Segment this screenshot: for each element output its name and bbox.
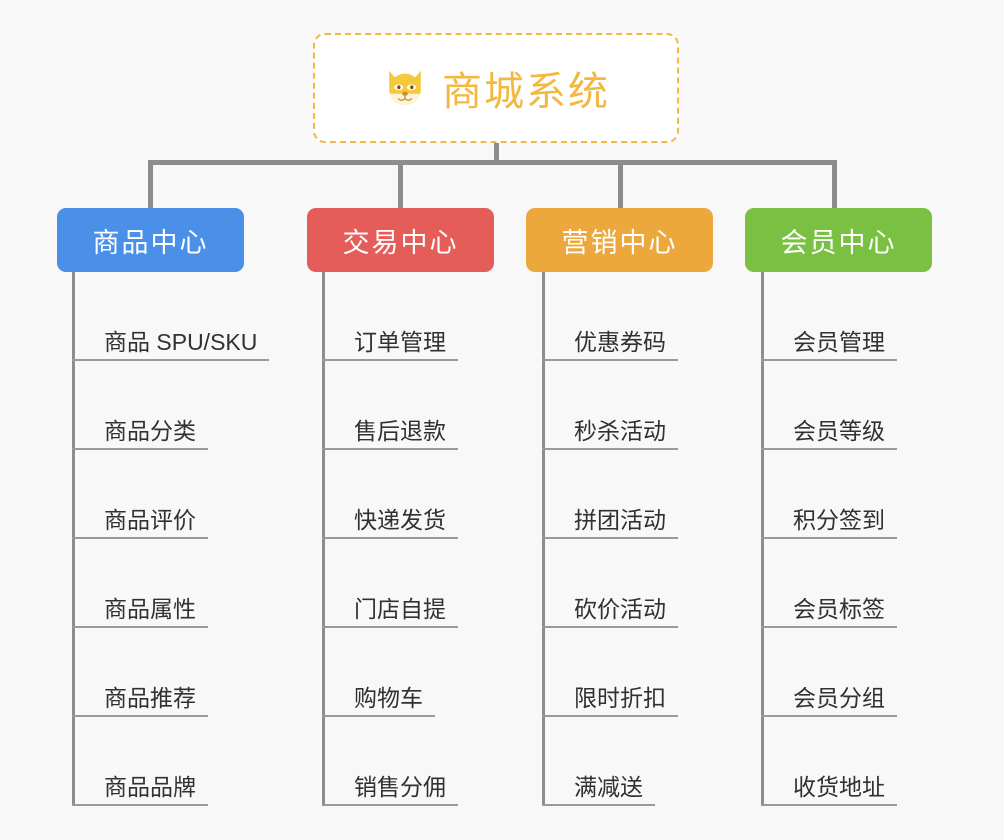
leaf-item-rule [322,359,458,361]
leaf-item[interactable]: 商品 SPU/SKU [72,272,269,361]
leaf-item-label: 订单管理 [354,328,446,355]
drop-connector-1 [148,160,153,208]
leaf-item-rule [542,626,678,628]
leaf-item-rule [542,804,655,806]
leaf-item-label: 会员标签 [793,595,885,622]
leaf-item-label: 积分签到 [793,506,885,533]
column-header-marketing[interactable]: 营销中心 [526,208,713,272]
drop-connector-3 [618,160,623,208]
leaf-item-label: 快递发货 [354,506,446,533]
leaf-item-label: 商品 SPU/SKU [104,328,258,355]
leaf-item-rule [542,359,678,361]
leaf-item[interactable]: 优惠券码 [542,272,678,361]
leaf-item-rule [761,448,897,450]
leaf-item[interactable]: 快递发货 [322,450,458,539]
leaf-item-label: 门店自提 [354,595,446,622]
trunk-connector [494,143,499,165]
leaf-item-rule [761,715,897,717]
column-header-label: 营销中心 [561,227,678,258]
leaf-item-rule [761,359,897,361]
column-header-member[interactable]: 会员中心 [745,208,932,272]
leaf-item-rule [542,448,678,450]
leaf-item[interactable]: 会员标签 [761,539,897,628]
leaf-column-marketing: 优惠券码 秒杀活动 拼团活动 砍价活动 限时折扣 满减送 [542,272,678,806]
column-header-label: 交易中心 [342,227,459,258]
column-spine [542,272,545,806]
column-spine [322,272,325,806]
leaf-item-rule [322,537,458,539]
leaf-item-rule [322,448,458,450]
leaf-item-rule [72,804,208,806]
leaf-item[interactable]: 订单管理 [322,272,458,361]
root-node[interactable]: 商城系统 [313,33,679,143]
leaf-item-rule [761,804,897,806]
column-header-trade[interactable]: 交易中心 [307,208,494,272]
root-title: 商城系统 [442,70,610,114]
column-header-label: 商品中心 [92,227,209,258]
leaf-item-label: 售后退款 [354,417,446,444]
leaf-item-rule [72,359,269,361]
leaf-item[interactable]: 积分签到 [761,450,897,539]
leaf-item-rule [322,626,458,628]
leaf-item-label: 拼团活动 [574,506,666,533]
leaf-item[interactable]: 门店自提 [322,539,458,628]
column-spine [72,272,75,806]
leaf-item-rule [72,448,208,450]
dog-face-icon [382,65,428,111]
leaf-item-rule [761,537,897,539]
leaf-item[interactable]: 满减送 [542,717,672,806]
column-header-label: 会员中心 [780,227,897,258]
leaf-item-label: 销售分佣 [354,773,446,800]
leaf-item[interactable]: 限时折扣 [542,628,678,717]
leaf-item-rule [72,626,208,628]
horizontal-bus-connector [149,160,837,165]
leaf-item-rule [761,626,897,628]
leaf-item[interactable]: 商品品牌 [72,717,263,806]
leaf-item-rule [542,537,678,539]
leaf-item-label: 砍价活动 [574,595,666,622]
leaf-column-member: 会员管理 会员等级 积分签到 会员标签 会员分组 收货地址 [761,272,897,806]
leaf-item[interactable]: 会员管理 [761,272,897,361]
leaf-item-label: 购物车 [354,684,423,711]
leaf-item-label: 商品评价 [104,506,196,533]
leaf-item[interactable]: 售后退款 [322,361,458,450]
leaf-item[interactable]: 商品评价 [72,450,263,539]
leaf-item-label: 会员分组 [793,684,885,711]
leaf-item[interactable]: 销售分佣 [322,717,458,806]
leaf-item[interactable]: 购物车 [322,628,452,717]
leaf-column-trade: 订单管理 售后退款 快递发货 门店自提 购物车 销售分佣 [322,272,458,806]
leaf-item[interactable]: 收货地址 [761,717,897,806]
leaf-item-rule [322,715,435,717]
drop-connector-2 [398,160,403,208]
leaf-item[interactable]: 拼团活动 [542,450,678,539]
leaf-item[interactable]: 商品属性 [72,539,263,628]
leaf-item-label: 商品品牌 [104,773,196,800]
leaf-item-label: 满减送 [574,773,643,800]
leaf-item-label: 会员管理 [793,328,885,355]
column-header-product[interactable]: 商品中心 [57,208,244,272]
leaf-item-label: 会员等级 [793,417,885,444]
leaf-column-product: 商品 SPU/SKU 商品分类 商品评价 商品属性 商品推荐 商品品牌 [72,272,269,806]
leaf-item-label: 商品推荐 [104,684,196,711]
leaf-item-label: 优惠券码 [574,328,666,355]
leaf-item[interactable]: 秒杀活动 [542,361,678,450]
leaf-item-rule [542,715,678,717]
leaf-item-label: 限时折扣 [574,684,666,711]
column-spine [761,272,764,806]
leaf-item-rule [72,715,208,717]
leaf-item-label: 收货地址 [793,773,885,800]
leaf-item[interactable]: 砍价活动 [542,539,678,628]
leaf-item-rule [72,537,208,539]
leaf-item-label: 秒杀活动 [574,417,666,444]
leaf-item[interactable]: 商品推荐 [72,628,263,717]
leaf-item[interactable]: 会员分组 [761,628,897,717]
leaf-item-rule [322,804,458,806]
leaf-item-label: 商品属性 [104,595,196,622]
leaf-item[interactable]: 商品分类 [72,361,263,450]
leaf-item-label: 商品分类 [104,417,196,444]
leaf-item[interactable]: 会员等级 [761,361,897,450]
drop-connector-4 [832,160,837,208]
